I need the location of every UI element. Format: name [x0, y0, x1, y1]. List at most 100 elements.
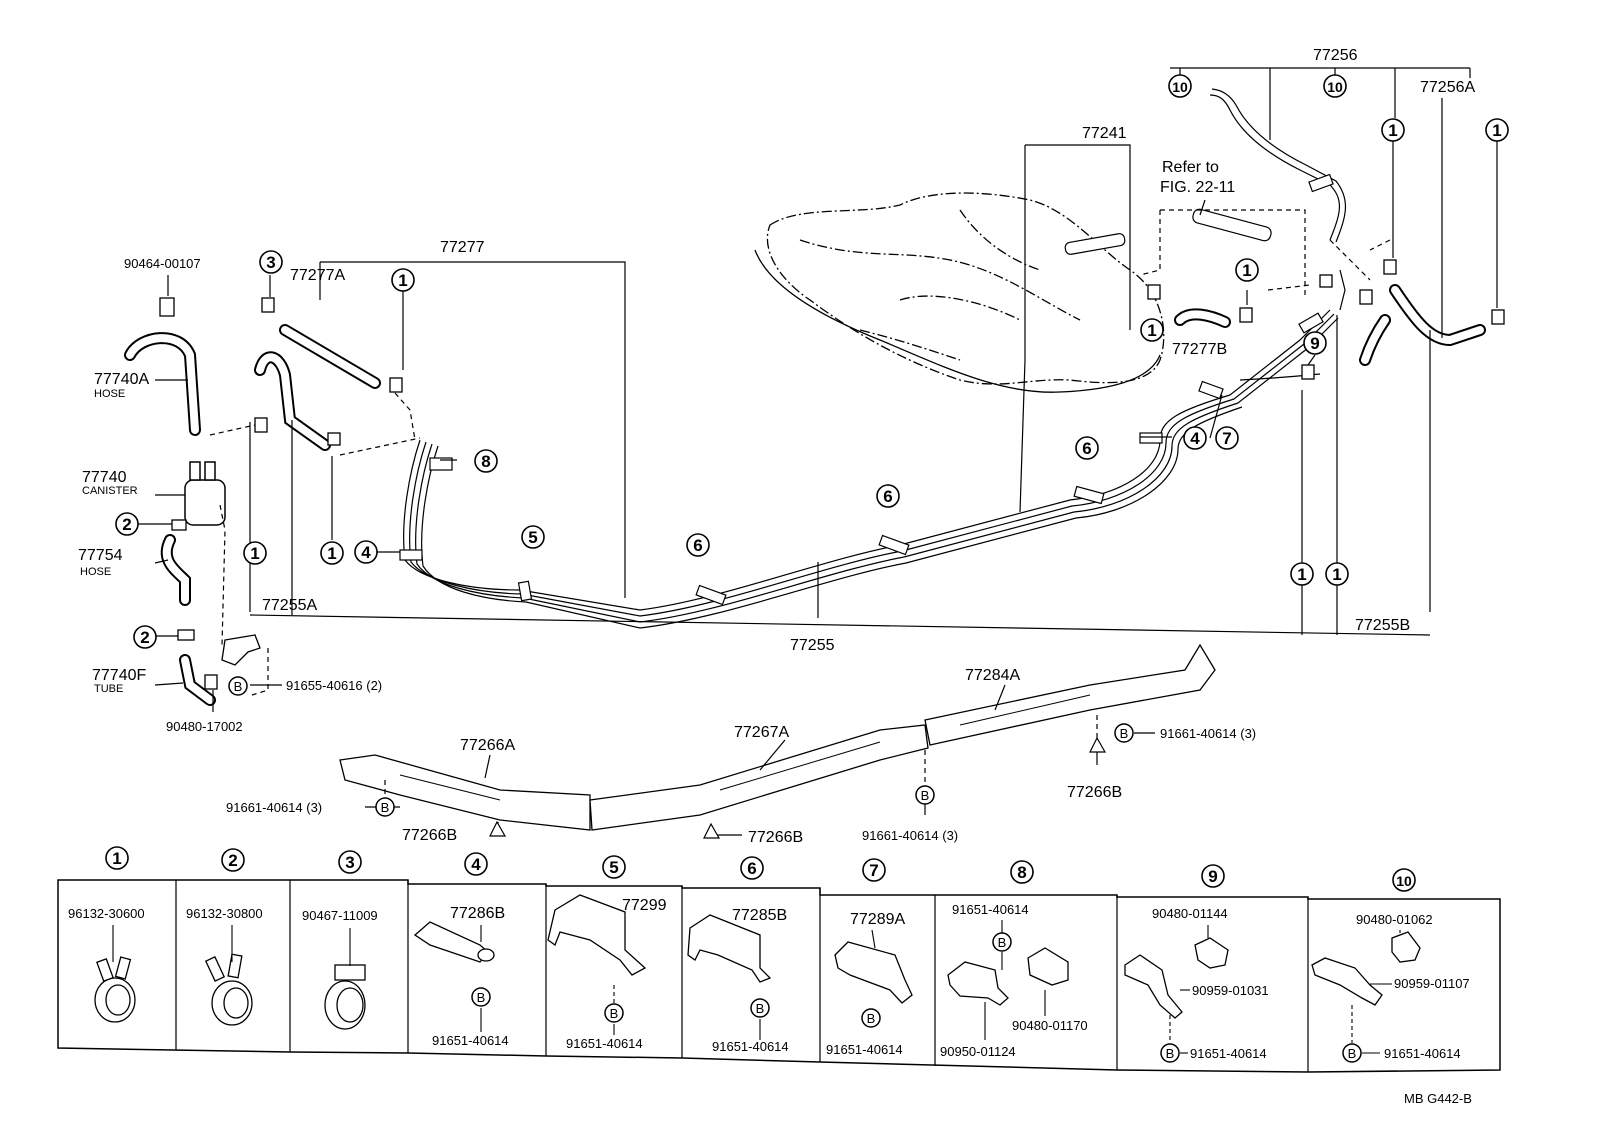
- diagram-circle-callouts: 10 10 1 1 3 1 1 1 9 8 4 7 6 6 6 5 4 1 1 …: [115, 74, 1509, 649]
- callout-4-b: 4: [361, 543, 371, 562]
- callout-6-c: 6: [693, 536, 702, 555]
- callout-6-b: 6: [883, 487, 892, 506]
- legend-part-sketches: [94, 894, 1421, 1030]
- callout-2-a: 2: [122, 515, 131, 534]
- callout-1-a: 1: [1388, 121, 1397, 140]
- label-77255: 77255: [790, 637, 835, 654]
- canister-body: [184, 461, 226, 526]
- hose-inner: [126, 286, 1484, 704]
- label-77284A: 77284A: [965, 667, 1020, 684]
- label-77255A: 77255A: [262, 597, 317, 614]
- label-77740A: 77740A: [94, 371, 149, 388]
- label-77266B-right: 77266B: [1067, 784, 1122, 801]
- legend-8-bolt: B: [998, 935, 1007, 950]
- legend-7-part-b: 91651-40614: [826, 1042, 903, 1057]
- legend-10-part-b: 90959-01107: [1394, 976, 1470, 991]
- callout-1-d: 1: [1242, 261, 1251, 280]
- legend-num-7: 7: [869, 861, 878, 880]
- label-77754: 77754: [78, 547, 123, 564]
- label-91661-40614-left: 91661-40614 (3): [226, 800, 322, 815]
- label-91661-40614-middle: 91661-40614 (3): [862, 828, 958, 843]
- grommets: [489, 736, 1107, 839]
- legend-num-8: 8: [1017, 863, 1026, 882]
- fuel-tank-outline: [766, 192, 1165, 385]
- label-77256: 77256: [1313, 47, 1358, 64]
- callout-4-a: 4: [1190, 429, 1200, 448]
- dashed-lines: [209, 209, 1391, 800]
- legend-5-part-a: 77299: [622, 897, 667, 914]
- legend-5-part-b: 91651-40614: [566, 1036, 643, 1051]
- label-90480-17002: 90480-17002: [166, 719, 243, 734]
- legend-8-part-c: 90950-01124: [940, 1044, 1016, 1059]
- legend-6-part-a: 77285B: [732, 907, 787, 924]
- legend-num-6: 6: [747, 859, 756, 878]
- label-77740: 77740: [82, 469, 127, 486]
- label-canister: CANISTER: [82, 485, 138, 497]
- bracket-holes: [399, 694, 1091, 801]
- label-77266B-middle: 77266B: [748, 829, 803, 846]
- label-hose-2: HOSE: [80, 566, 111, 578]
- label-77241: 77241: [1082, 125, 1127, 142]
- legend-num-3: 3: [345, 853, 354, 872]
- callout-10-a: 10: [1172, 79, 1188, 95]
- legend-4-part-a: 77286B: [450, 905, 505, 922]
- label-77256A: 77256A: [1420, 79, 1475, 96]
- legend-num-4: 4: [471, 855, 481, 874]
- legend-3-part: 90467-11009: [302, 908, 378, 923]
- label-77266B-left: 77266B: [402, 827, 457, 844]
- callout-1-b: 1: [1492, 121, 1501, 140]
- bracket-rails: [339, 643, 1216, 831]
- legend-num-5: 5: [609, 858, 618, 877]
- legend-10-bolt: B: [1348, 1046, 1357, 1061]
- label-91661-40614-right: 91661-40614 (3): [1160, 726, 1256, 741]
- bolt-mark-right: B: [1120, 726, 1129, 741]
- legend-8-part-b: 90480-01170: [1012, 1018, 1088, 1033]
- legend-8-part-a: 91651-40614: [952, 902, 1029, 917]
- legend-5-bolt: B: [610, 1006, 619, 1021]
- label-refer-to: Refer to: [1162, 159, 1219, 176]
- callout-1-f: 1: [250, 544, 259, 563]
- label-77266A: 77266A: [460, 737, 515, 754]
- diagram-bolt-markers: B B B B: [228, 676, 1134, 817]
- label-refer-fig: FIG. 22-11: [1160, 179, 1235, 196]
- callout-3: 3: [266, 253, 275, 272]
- legend-table: 1 2 3 4 5 6 7 8 9 10 96132-30600 96132-3…: [57, 846, 1501, 1073]
- label-77255B: 77255B: [1355, 617, 1410, 634]
- legend-num-2: 2: [228, 851, 237, 870]
- canister-bracket: [221, 634, 261, 666]
- bolt-mark-91655: B: [234, 679, 243, 694]
- legend-7-bolt: B: [867, 1011, 876, 1026]
- legend-9-part-b: 90959-01031: [1192, 983, 1269, 998]
- legend-4-part-b: 91651-40614: [432, 1033, 509, 1048]
- label-91655-40616: 91655-40616 (2): [286, 678, 382, 693]
- legend-7-part-a: 77289A: [850, 911, 905, 928]
- label-tube: TUBE: [94, 683, 123, 695]
- small-clips: [159, 259, 1505, 690]
- label-77277A: 77277A: [290, 267, 345, 284]
- legend-9-part-c: 91651-40614: [1190, 1046, 1267, 1061]
- bolt-mark-left: B: [381, 800, 390, 815]
- label-77277: 77277: [440, 239, 485, 256]
- callout-2-b: 2: [140, 628, 149, 647]
- bolt-mark-middle: B: [921, 788, 930, 803]
- legend-6-part-b: 91651-40614: [712, 1039, 789, 1054]
- label-90464-00107: 90464-00107: [124, 256, 201, 271]
- label-77740F: 77740F: [92, 667, 146, 684]
- legend-1-part: 96132-30600: [68, 906, 145, 921]
- leader-lines: [138, 67, 1498, 836]
- legend-2-part: 96132-30800: [186, 906, 263, 921]
- callout-1-e: 1: [1147, 321, 1156, 340]
- legend-6-bolt: B: [756, 1001, 765, 1016]
- label-hose-1: HOSE: [94, 388, 125, 400]
- legend-num-1: 1: [112, 849, 121, 868]
- legend-9-bolt: B: [1166, 1046, 1175, 1061]
- legend-num-10: 10: [1396, 873, 1412, 889]
- callout-1-c: 1: [398, 271, 407, 290]
- callout-5: 5: [528, 528, 537, 547]
- callout-8: 8: [481, 452, 490, 471]
- callout-7: 7: [1222, 429, 1231, 448]
- callout-6-a: 6: [1082, 439, 1091, 458]
- callout-9: 9: [1310, 334, 1319, 353]
- legend-num-9: 9: [1208, 867, 1217, 886]
